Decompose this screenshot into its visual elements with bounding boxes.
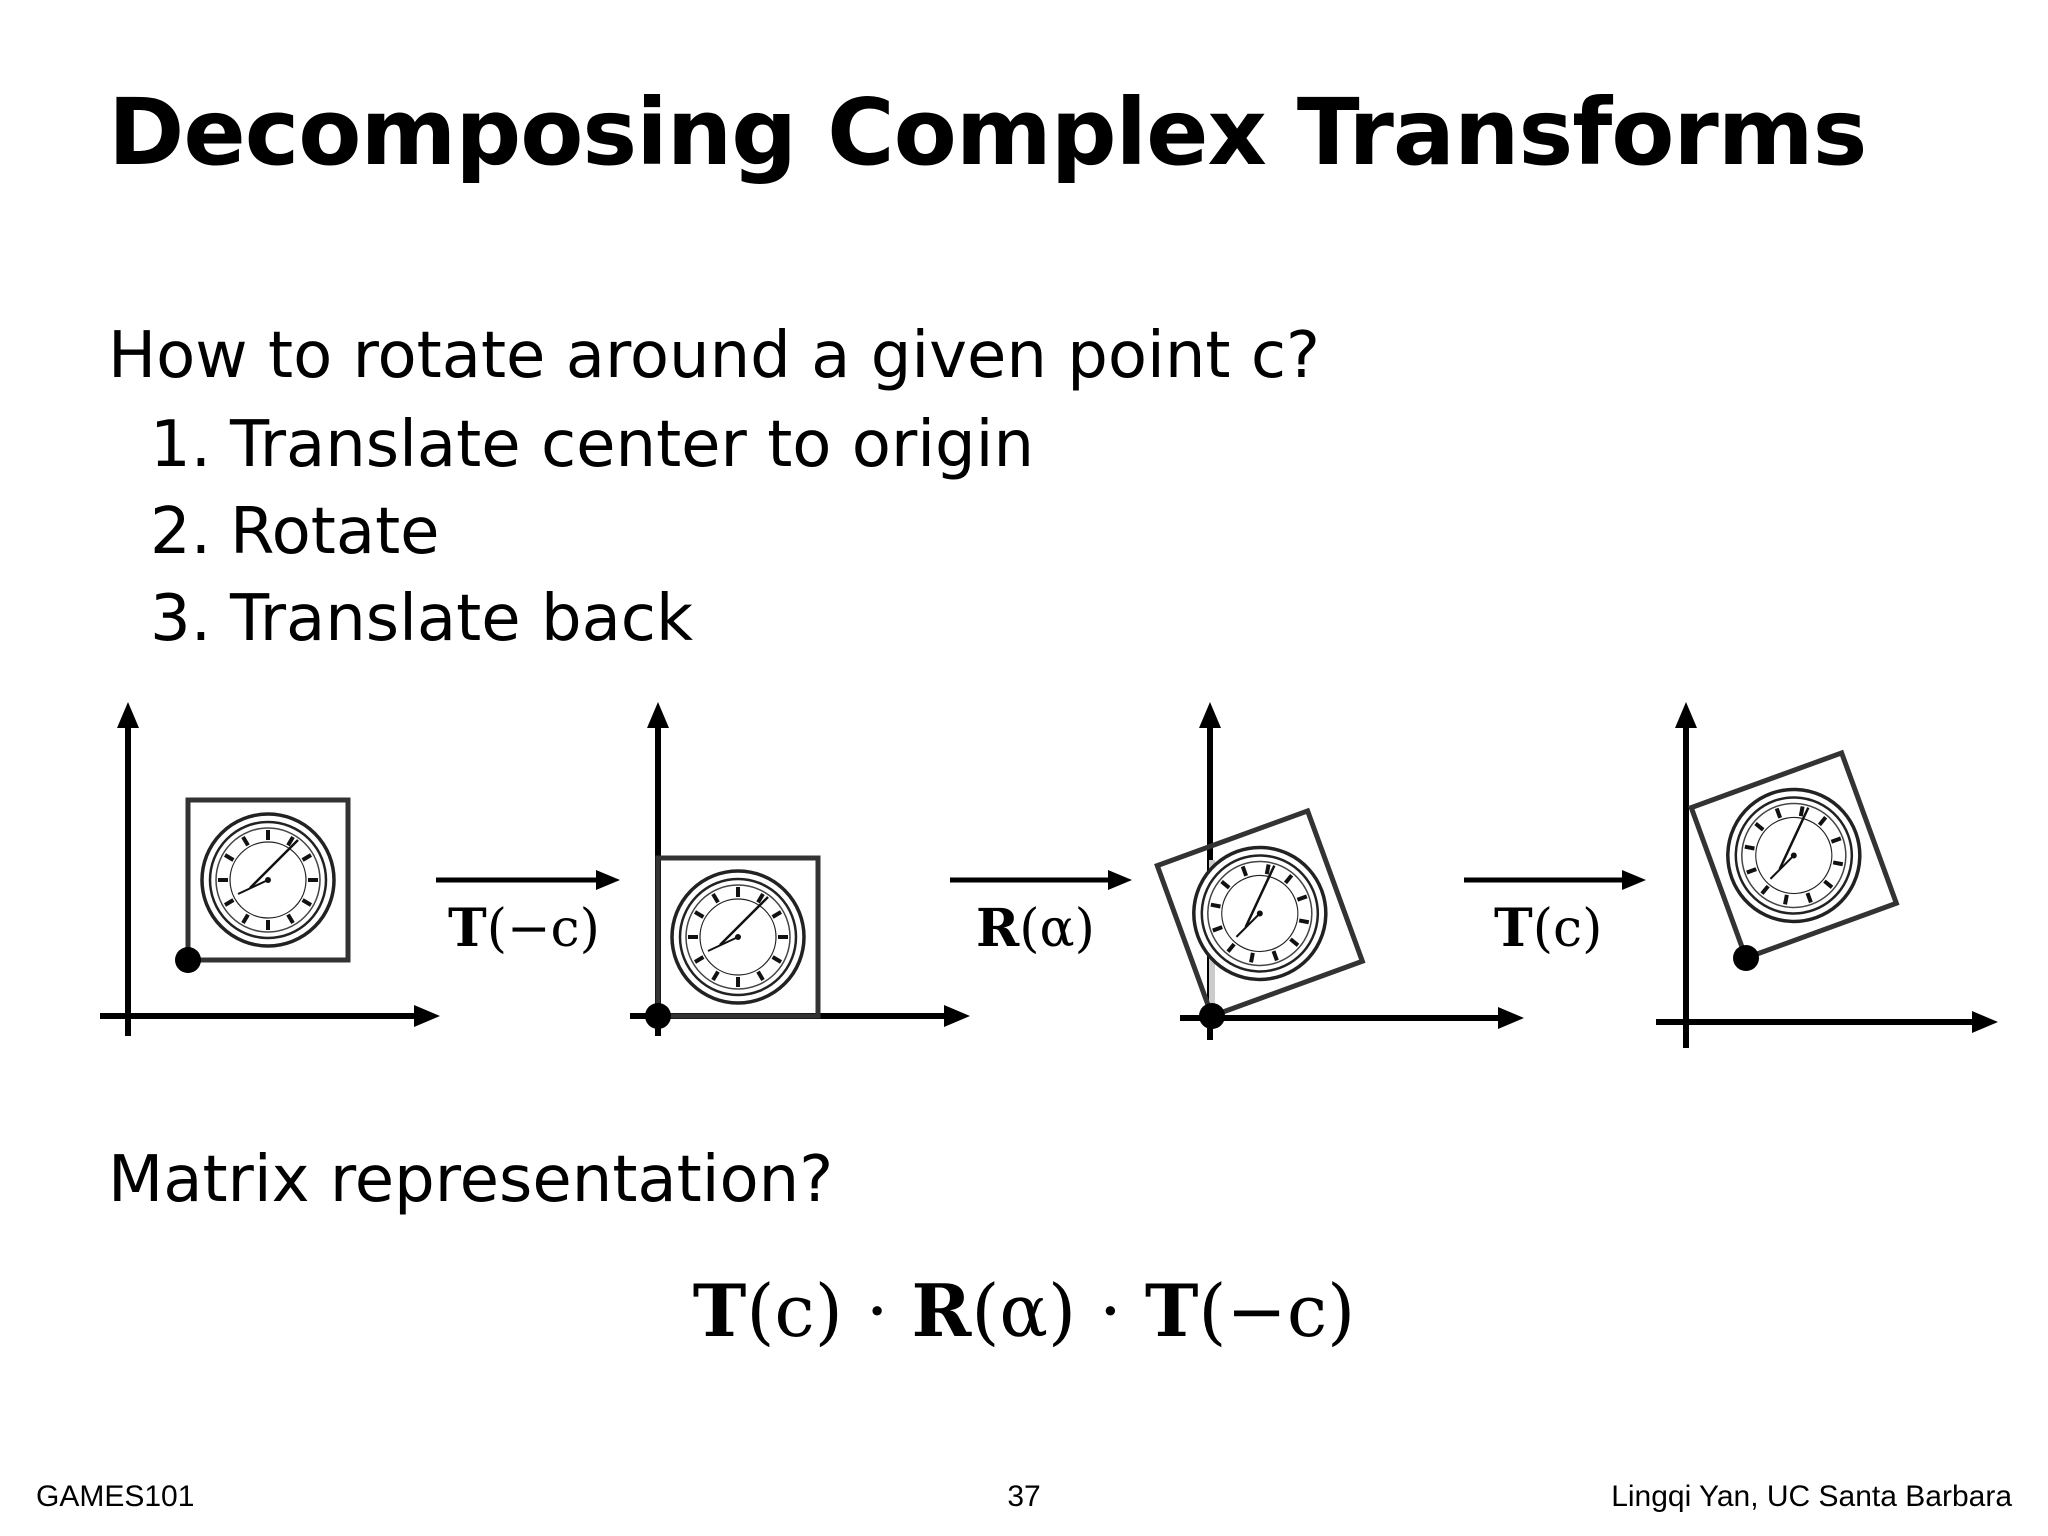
arrow-label-op: R (976, 898, 1020, 959)
question-text: How to rotate around a given point c? (108, 319, 1320, 393)
slide-title: Decomposing Complex Transforms (108, 79, 1867, 186)
square-frame (185, 797, 351, 963)
transform-diagram: T(−c) R(α) T(c) (100, 702, 1998, 1048)
panel-translated (630, 702, 970, 1036)
axis-arrow-icon (1675, 702, 1697, 728)
step-item: 1.Translate center to origin (150, 402, 1034, 489)
arrow-label-arg: (−c) (487, 899, 600, 959)
clock-icon (1707, 768, 1881, 943)
transform-arrow-1: T(−c) (436, 870, 620, 959)
matrix-formula: T(c) · R(α) · T(−c) (0, 1268, 2048, 1353)
footer-author: Lingqi Yan, UC Santa Barbara (1611, 1480, 2012, 1513)
transform-arrow-3: T(c) (1464, 870, 1646, 959)
formula-dot: · (842, 1269, 912, 1353)
step-number: 3. (150, 582, 212, 656)
svg-text:T(c): T(c) (1494, 898, 1602, 959)
step-number: 1. (150, 408, 212, 482)
formula-symbol: T (1144, 1268, 1199, 1353)
step-number: 2. (150, 495, 212, 569)
axis-arrow-icon (1199, 702, 1221, 728)
step-text: Translate back (230, 582, 694, 656)
panel-original (100, 702, 440, 1036)
formula-arg: (α) (971, 1269, 1077, 1353)
clock-icon (670, 869, 806, 1005)
axis-arrow-icon (1972, 1011, 1998, 1033)
formula-arg: (c) (746, 1269, 843, 1353)
arrow-label-arg: (α) (1019, 899, 1095, 959)
transform-arrow-icon (1622, 870, 1646, 890)
transform-arrow-icon (596, 870, 620, 890)
transform-arrow-2: R(α) (950, 870, 1132, 959)
transform-arrow-icon (1108, 870, 1132, 890)
center-point (645, 1003, 671, 1029)
axis-arrow-icon (944, 1005, 970, 1027)
axis-arrow-icon (1498, 1007, 1524, 1029)
step-item: 2.Rotate (150, 489, 1034, 576)
panel-translated-back (1656, 702, 1998, 1048)
svg-text:R(α): R(α) (976, 898, 1095, 959)
clock-icon (200, 812, 336, 948)
step-text: Rotate (230, 495, 440, 569)
step-item: 3.Translate back (150, 576, 1034, 663)
axis-arrow-icon (414, 1005, 440, 1027)
formula-arg: (−c) (1198, 1269, 1356, 1353)
panel-rotated (1154, 702, 1524, 1040)
formula-dot: · (1076, 1269, 1145, 1353)
page-number: 37 (1007, 1480, 1041, 1513)
axis-arrow-icon (117, 702, 139, 728)
center-point (1199, 1003, 1225, 1029)
clock-icon (1173, 826, 1347, 1001)
formula-symbol: T (692, 1268, 747, 1353)
matrix-question: Matrix representation? (108, 1143, 834, 1217)
center-point (175, 947, 201, 973)
svg-text:T(−c): T(−c) (448, 898, 600, 959)
center-point (1733, 945, 1759, 971)
steps-list: 1.Translate center to origin 2.Rotate 3.… (150, 402, 1034, 663)
arrow-label-op: T (448, 898, 487, 959)
square-frame (655, 855, 821, 1019)
step-text: Translate center to origin (230, 408, 1034, 482)
square-frame (1154, 807, 1366, 1020)
footer-course: GAMES101 (36, 1480, 195, 1513)
arrow-label-arg: (c) (1533, 899, 1603, 959)
formula-symbol: R (911, 1268, 972, 1353)
arrow-label-op: T (1494, 898, 1533, 959)
axis-arrow-icon (647, 702, 669, 728)
square-frame (1688, 749, 1900, 962)
